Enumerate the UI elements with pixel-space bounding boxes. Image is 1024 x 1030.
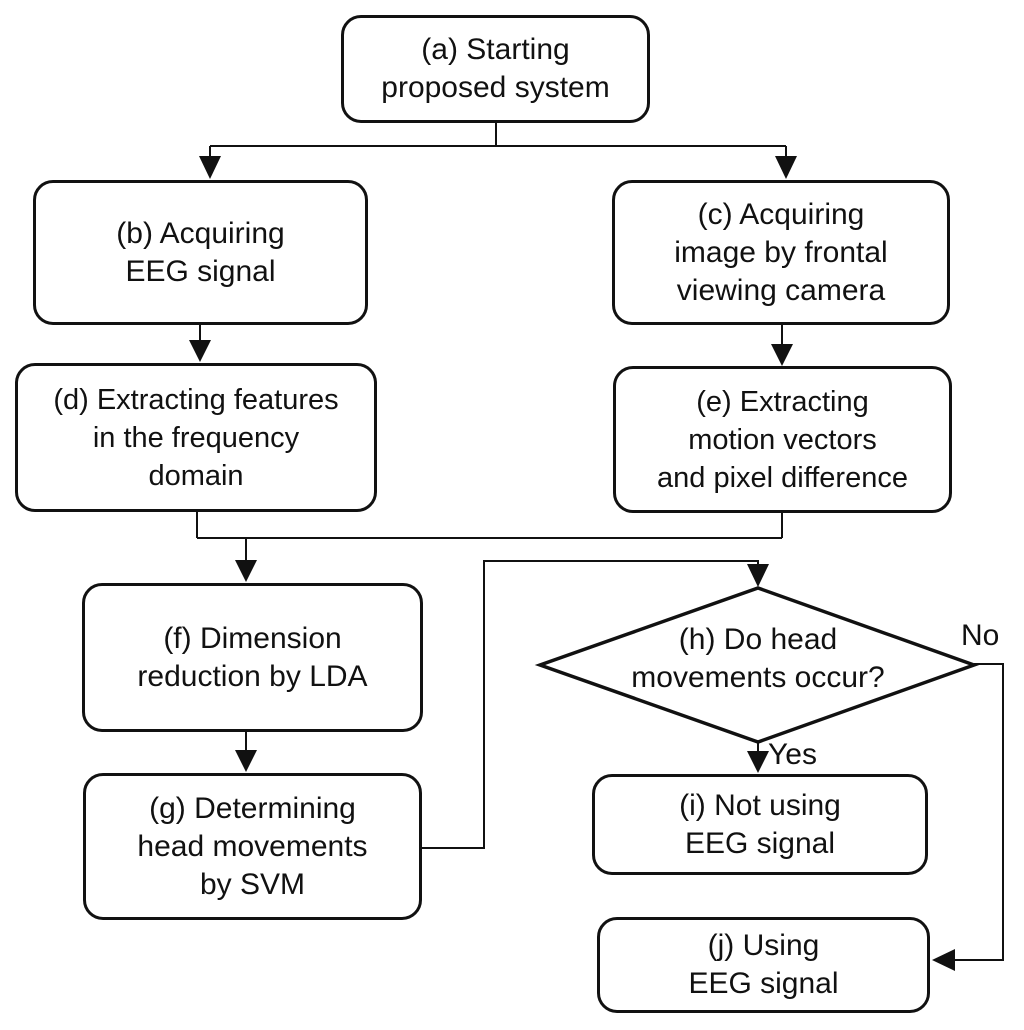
- node-a-text: proposed system: [381, 71, 610, 104]
- node-e-text: (e) Extracting: [696, 385, 869, 418]
- arrowhead-into-d: [189, 340, 211, 362]
- arrowhead-into-g: [235, 750, 257, 772]
- node-d-text: in the frequency: [92, 421, 300, 454]
- arrowhead-into-c: [775, 156, 797, 179]
- arrowhead-into-f: [235, 560, 257, 582]
- node-e-extract-motion: (e) Extracting motion vectors and pixel …: [613, 366, 952, 513]
- node-g-text: (g) Determining: [149, 791, 356, 825]
- node-b-text: (b) Acquiring: [116, 216, 285, 250]
- node-e-text: and pixel difference: [657, 461, 908, 494]
- node-c-text: viewing camera: [676, 273, 886, 307]
- node-e-text: motion vectors: [688, 423, 877, 456]
- node-i-text: (i) Not using: [679, 788, 841, 822]
- arrowhead-into-i: [747, 751, 769, 773]
- node-j-text: EEG signal: [688, 967, 839, 1000]
- node-f-dimension-reduction: (f) Dimension reduction by LDA: [82, 583, 423, 732]
- edge-merge-d-e: [196, 512, 783, 539]
- node-f-text: reduction by LDA: [137, 659, 368, 693]
- arrowhead-into-b: [199, 156, 221, 179]
- node-b-text: EEG signal: [125, 254, 276, 288]
- node-g-determine-movements: (g) Determining head movements by SVM: [83, 773, 422, 920]
- arrowhead-into-e: [771, 344, 793, 366]
- arrowhead-into-j: [932, 949, 955, 971]
- node-h-decision-text: (h) Do head movements occur?: [548, 621, 968, 697]
- node-c-text: (c) Acquiring: [697, 197, 865, 231]
- node-c-acquire-image: (c) Acquiring image by frontal viewing c…: [612, 180, 950, 325]
- edge-label-no: No: [961, 619, 1000, 652]
- node-g-text: head movements: [137, 829, 368, 863]
- node-h-text: (h) Do head: [678, 623, 838, 656]
- edge-a-split: [209, 123, 787, 174]
- node-j-using-eeg: (j) Using EEG signal: [597, 917, 930, 1013]
- node-b-acquire-eeg: (b) Acquiring EEG signal: [33, 180, 368, 325]
- node-f-text: (f) Dimension: [163, 621, 342, 655]
- edge-label-yes: Yes: [768, 738, 817, 771]
- node-i-text: EEG signal: [684, 826, 836, 860]
- node-c-text: image by frontal: [674, 235, 888, 269]
- node-i-not-using-eeg: (i) Not using EEG signal: [592, 774, 928, 875]
- node-h-text: movements occur?: [631, 661, 885, 694]
- arrowhead-into-h: [747, 564, 769, 587]
- node-a-text: (a) Starting: [421, 33, 570, 66]
- node-a-start: (a) Starting proposed system: [341, 15, 650, 123]
- node-j-text: (j) Using: [707, 929, 820, 962]
- node-g-text: by SVM: [199, 867, 306, 901]
- node-d-text: (d) Extracting features: [53, 383, 339, 416]
- edge-h-to-j: [941, 663, 1004, 961]
- node-d-extract-features: (d) Extracting features in the frequency…: [15, 363, 377, 512]
- node-h-decision-diamond: [534, 586, 980, 744]
- node-d-text: domain: [148, 459, 244, 492]
